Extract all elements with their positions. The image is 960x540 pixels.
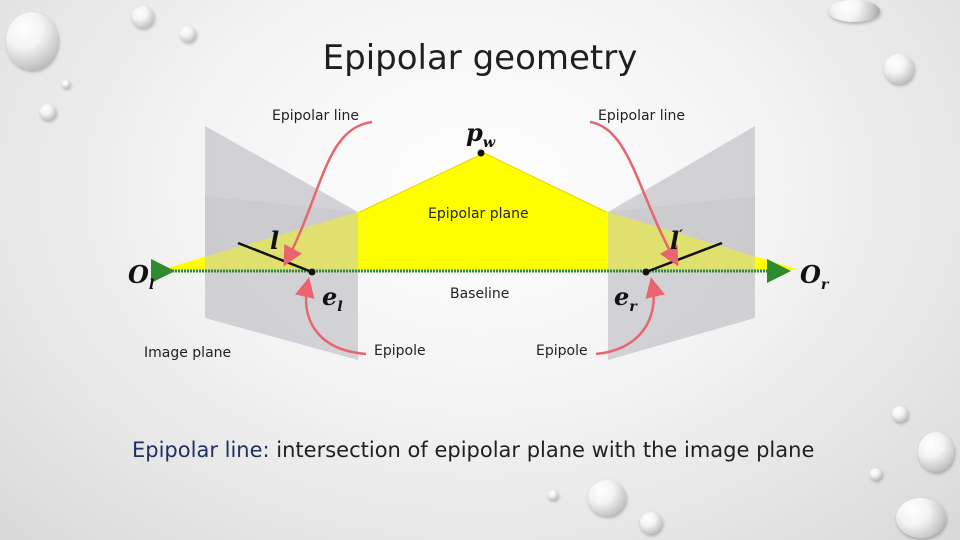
el-sub: l bbox=[337, 297, 343, 315]
epipolar-line-label-right: Epipolar line bbox=[598, 108, 686, 124]
image-plane-label: Image plane bbox=[144, 345, 232, 361]
epipole-label-left: Epipole bbox=[374, 343, 426, 359]
epipole-right-point bbox=[642, 268, 650, 276]
ol-base: O bbox=[128, 260, 149, 289]
left-image-plane-overlap bbox=[205, 196, 358, 272]
pw-sub: w bbox=[482, 133, 496, 151]
ray-right bbox=[483, 152, 607, 213]
slide-title: Epipolar geometry bbox=[322, 38, 638, 78]
er-base: e bbox=[614, 282, 630, 311]
or-base: O bbox=[800, 260, 821, 289]
water-droplet-decoration bbox=[6, 12, 58, 70]
epipolar-plane-label: Epipolar plane bbox=[428, 206, 529, 222]
right-image-plane-overlap bbox=[608, 196, 755, 272]
right-camera-center-label: Or bbox=[800, 260, 829, 293]
water-droplet-decoration bbox=[896, 498, 946, 538]
epipole-right-symbol: er bbox=[614, 282, 637, 315]
arrow-epipolar-line-left bbox=[283, 120, 373, 267]
ray-left bbox=[359, 152, 485, 213]
or-sub: r bbox=[820, 275, 829, 293]
water-droplet-decoration bbox=[588, 480, 626, 516]
epipolar-line-left bbox=[237, 241, 313, 274]
point-pw-label: pw bbox=[466, 118, 495, 151]
arrow-epipolar-line-right bbox=[589, 120, 679, 267]
er-sub: r bbox=[629, 297, 637, 315]
l-prime-base: l bbox=[670, 226, 680, 255]
water-droplet-decoration bbox=[548, 490, 558, 500]
epipolar-line-right bbox=[645, 241, 723, 274]
water-droplet-decoration bbox=[828, 0, 880, 22]
water-droplet-decoration bbox=[918, 432, 954, 472]
water-droplet-decoration bbox=[884, 54, 914, 84]
epipolar-line-l-prime-symbol: l′ bbox=[670, 226, 683, 255]
ol-sub: l bbox=[148, 275, 155, 293]
arrow-epipole-right bbox=[595, 277, 666, 356]
definition-caption: Epipolar line: intersection of epipolar … bbox=[132, 438, 814, 462]
epipole-left-symbol: el bbox=[322, 282, 343, 315]
water-droplet-decoration bbox=[62, 80, 70, 88]
water-droplet-decoration bbox=[892, 406, 908, 422]
point-pw bbox=[477, 149, 485, 157]
epipolar-line-label-left: Epipolar line bbox=[272, 108, 360, 124]
pw-base: p bbox=[466, 118, 483, 147]
caption-definition: intersection of epipolar plane with the … bbox=[269, 438, 815, 462]
epipolar-line-l-symbol: l bbox=[270, 226, 280, 255]
el-base: e bbox=[322, 282, 338, 311]
left-camera-center-label: Ol bbox=[128, 260, 154, 293]
arrow-epipole-left bbox=[294, 277, 367, 356]
water-droplet-decoration bbox=[640, 512, 662, 534]
epipole-label-right: Epipole bbox=[536, 343, 588, 359]
epipole-left-point bbox=[308, 268, 316, 276]
caption-term: Epipolar line: bbox=[132, 438, 270, 462]
l-prime-sup: ′ bbox=[679, 227, 683, 244]
water-droplet-decoration bbox=[40, 104, 56, 120]
water-droplet-decoration bbox=[180, 26, 196, 42]
baseline-label: Baseline bbox=[450, 286, 510, 302]
water-droplet-decoration bbox=[132, 6, 154, 28]
water-droplet-decoration bbox=[870, 468, 882, 480]
